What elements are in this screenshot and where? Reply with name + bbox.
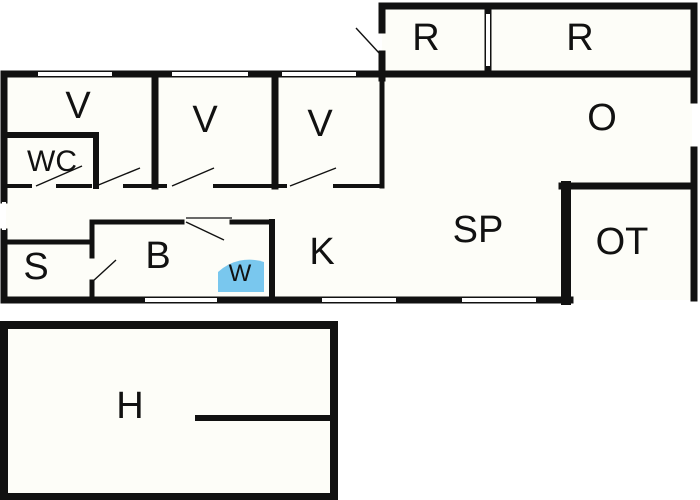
door-swing: [95, 167, 141, 187]
room-label-b: B: [145, 235, 171, 277]
room-label-r1: R: [412, 17, 440, 59]
wall-outbuilding: [0, 321, 338, 500]
window: [145, 298, 217, 302]
door-swing: [185, 221, 225, 241]
room-label-sp: SP: [452, 209, 504, 251]
window: [172, 72, 248, 76]
doors: [35, 27, 381, 283]
window: [38, 72, 112, 76]
door-swing: [171, 167, 215, 187]
room-label-ot: OT: [595, 221, 649, 263]
window: [462, 298, 536, 302]
door-swing: [91, 259, 117, 283]
room-label-v2: V: [192, 99, 218, 141]
room-label-w: W: [228, 260, 252, 287]
room-label-v1: V: [65, 85, 91, 127]
window: [282, 72, 356, 76]
floor-outbuilding: [4, 324, 336, 496]
room-label-r2: R: [566, 17, 594, 59]
window: [2, 202, 6, 230]
room-label-s: S: [23, 246, 49, 288]
windows: [2, 14, 696, 302]
room-label-v3: V: [307, 103, 333, 145]
floor-upper: [382, 6, 694, 78]
washer-highlight: [218, 259, 264, 292]
door-swing: [35, 165, 83, 187]
room-label-k: K: [309, 231, 335, 273]
window: [322, 298, 396, 302]
room-label-wc: WC: [27, 145, 77, 178]
room-label-h: H: [116, 385, 144, 427]
door-swing: [289, 167, 337, 187]
window: [486, 14, 490, 66]
room-label-o: O: [587, 97, 617, 139]
window: [692, 104, 696, 146]
door-swing: [355, 27, 381, 55]
floor-areas: [4, 6, 694, 496]
